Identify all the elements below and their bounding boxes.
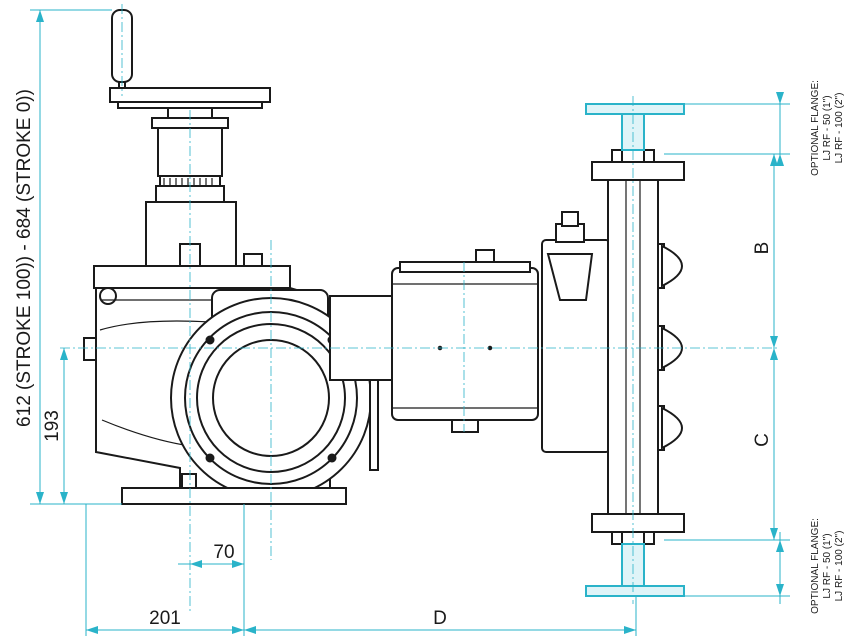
dimension-lines [30, 9, 790, 636]
dimension-c-label: C [752, 433, 773, 447]
dimension-d-label: D [433, 608, 447, 629]
flange-note-top-line1: OPTIONAL FLANGE: [810, 80, 821, 176]
base-to-axis-label: 201 [149, 608, 181, 629]
foot-offset-label: 70 [213, 542, 234, 563]
flange-note-bottom-line3: LJ RF - 100 (2") [834, 531, 845, 602]
optional-flange-top [585, 103, 685, 151]
centerlines [60, 4, 780, 612]
flange-note-bottom-line1: OPTIONAL FLANGE: [810, 518, 821, 614]
drive-housing [329, 249, 539, 471]
flange-note-top-line2: LJ RF - 50 (1") [822, 95, 833, 160]
flange-note-top-line3: LJ RF - 100 (2") [834, 93, 845, 164]
optional-flange-bottom [585, 543, 685, 597]
flange-note-bottom-line2: LJ RF - 50 (1") [822, 533, 833, 598]
total-height-label: 612 (STROKE 100)) - 684 (STROKE 0)) [14, 89, 35, 427]
axis-height-label: 193 [42, 410, 63, 442]
base-foot [121, 473, 347, 505]
pump-head [541, 211, 641, 453]
dimension-b-label: B [752, 242, 773, 255]
